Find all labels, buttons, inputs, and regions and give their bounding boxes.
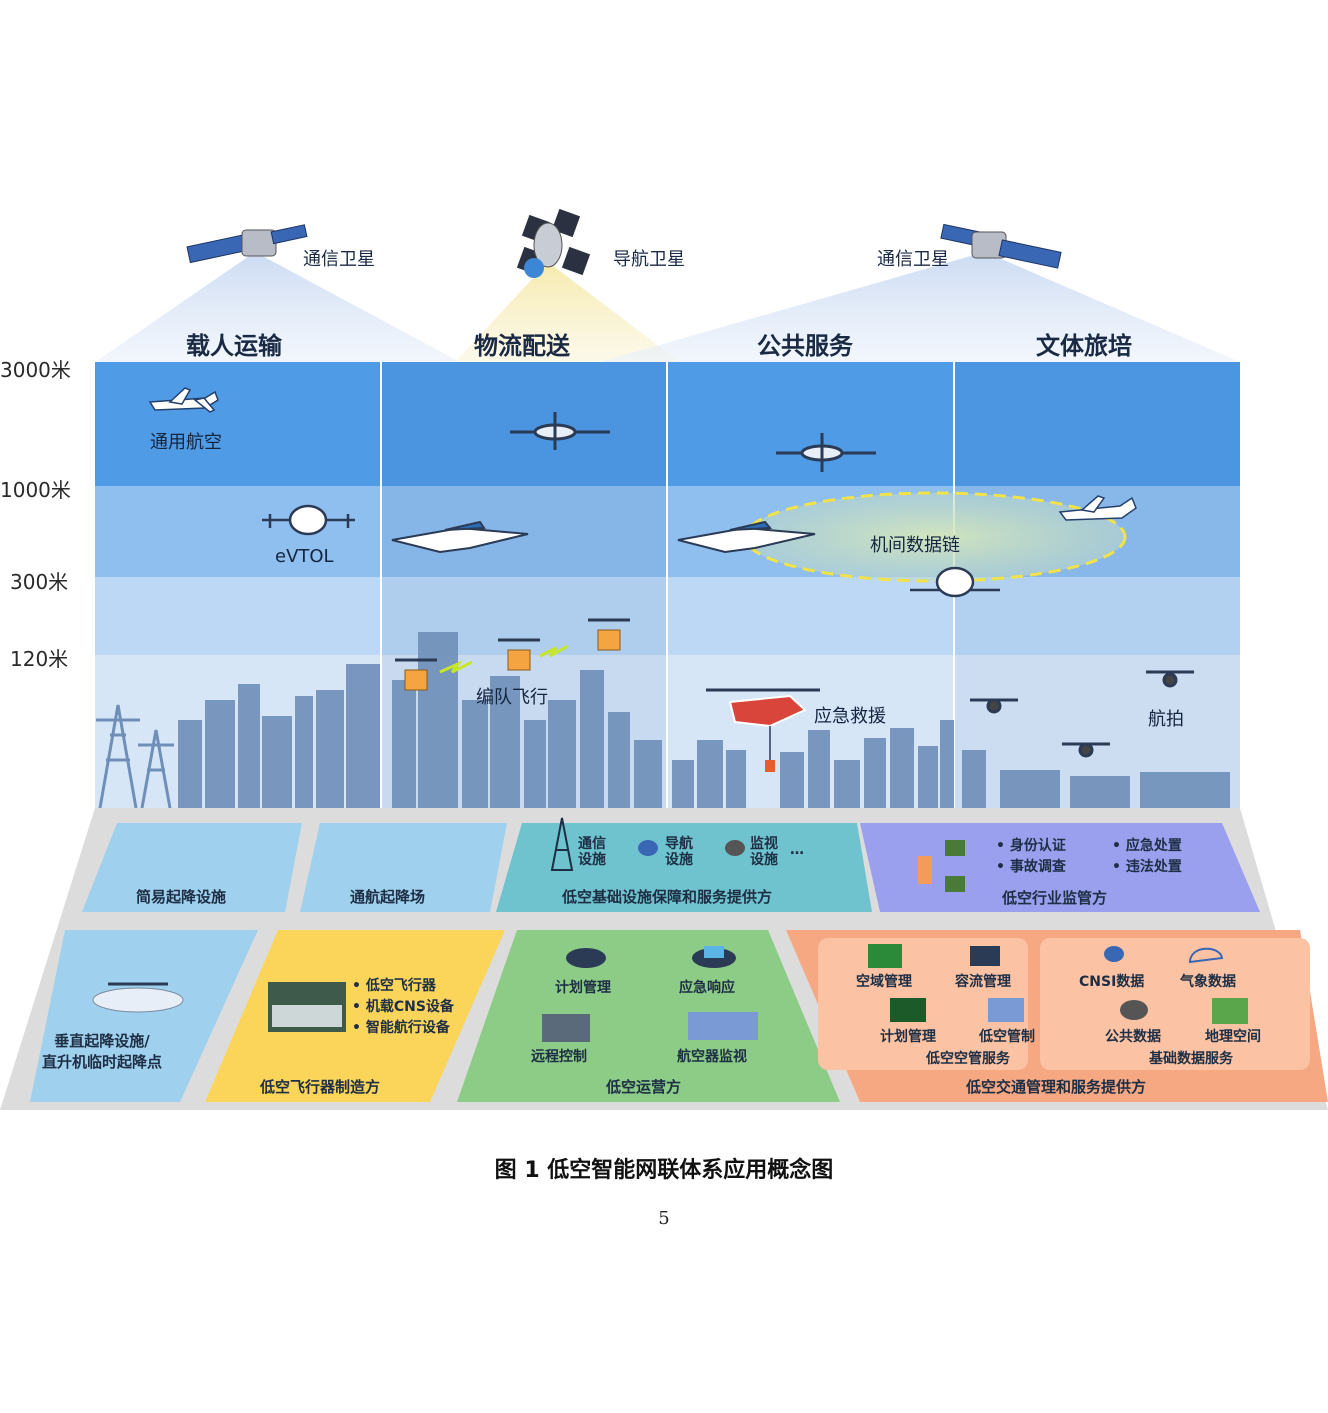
atm-title: 低空空管服务	[926, 1051, 1010, 1067]
sky-label-general-aviation: 通用航空	[150, 432, 222, 453]
airfield-label: 通航起降场	[350, 888, 426, 906]
figure-caption: 图 1 低空智能网联体系应用概念图	[494, 1158, 834, 1183]
beam-center	[455, 262, 680, 362]
data-item: CNSI数据	[1079, 974, 1145, 990]
communication-satellite-icon	[186, 224, 308, 264]
altitude-label: 1000米	[0, 478, 71, 502]
traffic-title: 低空交通管理和服务提供方	[966, 1078, 1147, 1096]
operator-item: 应急响应	[679, 980, 735, 996]
power-tower-icon	[96, 704, 174, 809]
cargo-drone-icon	[498, 638, 540, 671]
column-title: 物流配送	[474, 332, 570, 360]
column-tint-4	[954, 362, 1240, 808]
atm-item: 计划管理	[880, 1029, 936, 1045]
data-item: 地理空间	[1205, 1029, 1261, 1045]
data-title: 基础数据服务	[1149, 1051, 1233, 1067]
operator-icons	[542, 946, 758, 1042]
helicopter-icon	[706, 688, 820, 772]
cargo-drone-icon	[395, 658, 437, 691]
sky-label-rescue: 应急救援	[814, 706, 886, 727]
operator-title: 低空运营方	[606, 1078, 682, 1096]
manufacturer-title: 低空飞行器制造方	[260, 1078, 381, 1096]
regulator-item: • 应急处置	[1112, 838, 1182, 854]
data-item: 气象数据	[1180, 974, 1236, 990]
column-title: 文体旅培	[1036, 332, 1132, 360]
vertiport-panel	[30, 930, 258, 1102]
evtol-icon	[910, 566, 1000, 598]
sat-label-right: 通信卫星	[877, 249, 949, 270]
data-subpanel	[1040, 938, 1310, 1070]
operator-panel	[457, 930, 840, 1102]
page-number: 5	[658, 1208, 670, 1229]
cargo-drone-icon	[588, 618, 630, 651]
column-title: 公共服务	[757, 332, 853, 360]
column-title: 载人运输	[186, 332, 282, 360]
formation-link	[439, 660, 473, 674]
regulator-item: • 身份认证	[996, 838, 1066, 854]
sky-label-evtol: eVTOL	[275, 546, 334, 567]
sat-label-left: 通信卫星	[303, 249, 375, 270]
infra-more-label: …	[790, 842, 804, 858]
navigation-satellite-icon	[516, 208, 591, 278]
infra-comm-label: 通信 设施	[578, 836, 606, 868]
sat-label-center: 导航卫星	[613, 249, 685, 270]
operator-item: 远程控制	[531, 1049, 587, 1065]
light-aircraft-icon	[391, 520, 529, 554]
regulator-item: • 违法处置	[1112, 859, 1182, 875]
sky-label-aerial-photo: 航拍	[1148, 709, 1184, 730]
regulator-item: • 事故调查	[996, 859, 1066, 875]
data-item: 公共数据	[1105, 1029, 1161, 1045]
operator-item: 计划管理	[555, 980, 611, 996]
beam-left	[95, 252, 460, 362]
altitude-label: 300米	[10, 570, 69, 594]
formation-link	[539, 644, 569, 658]
regulator-icons	[918, 840, 965, 892]
operator-item: 航空器监视	[677, 1049, 747, 1065]
infrastructure-panel	[496, 823, 872, 912]
altitude-label: 3000米	[0, 358, 71, 382]
manufacturer-item: • 智能航行设备	[352, 1020, 450, 1036]
sky-label-formation: 编队飞行	[476, 687, 548, 708]
communication-satellite-icon	[940, 223, 1062, 269]
atm-item: 容流管理	[955, 974, 1011, 990]
airfield-panel	[300, 823, 507, 912]
evtol-icon	[262, 504, 355, 536]
general-aviation-icon	[148, 387, 219, 413]
photo-drone-icon	[970, 670, 1194, 758]
infra-nav-label: 导航 设施	[665, 836, 693, 868]
infra-title: 低空基础设施保障和服务提供方	[562, 888, 773, 906]
atm-item: 空域管理	[856, 974, 912, 990]
drone-icon	[776, 433, 876, 472]
infrastructure-icons	[550, 817, 745, 871]
altitude-label: 120米	[10, 647, 69, 671]
infra-surv-label: 监视 设施	[750, 836, 778, 868]
general-aviation-icon	[1058, 495, 1137, 521]
sky-label-datalink: 机间数据链	[870, 535, 960, 556]
manufacturing-photo	[268, 982, 346, 1032]
city-skyline	[178, 632, 1230, 808]
simple-pad-panel	[82, 823, 302, 912]
manufacturer-panel	[205, 930, 505, 1102]
manufacturer-item: • 低空飞行器	[352, 978, 436, 994]
vertiport-label: 垂直起降设施/ 直升机临时起降点	[42, 1032, 163, 1071]
regulator-title: 低空行业监管方	[1002, 889, 1108, 907]
atm-item: 低空管制	[979, 1029, 1035, 1045]
drone-icon	[510, 412, 610, 450]
light-aircraft-icon	[677, 520, 816, 554]
beam-right	[600, 252, 1240, 362]
vertiport-icon	[92, 982, 184, 1013]
manufacturer-item: • 机载CNS设备	[352, 999, 454, 1015]
simple-pad-label: 简易起降设施	[136, 888, 227, 906]
traffic-icons	[868, 944, 1248, 1024]
